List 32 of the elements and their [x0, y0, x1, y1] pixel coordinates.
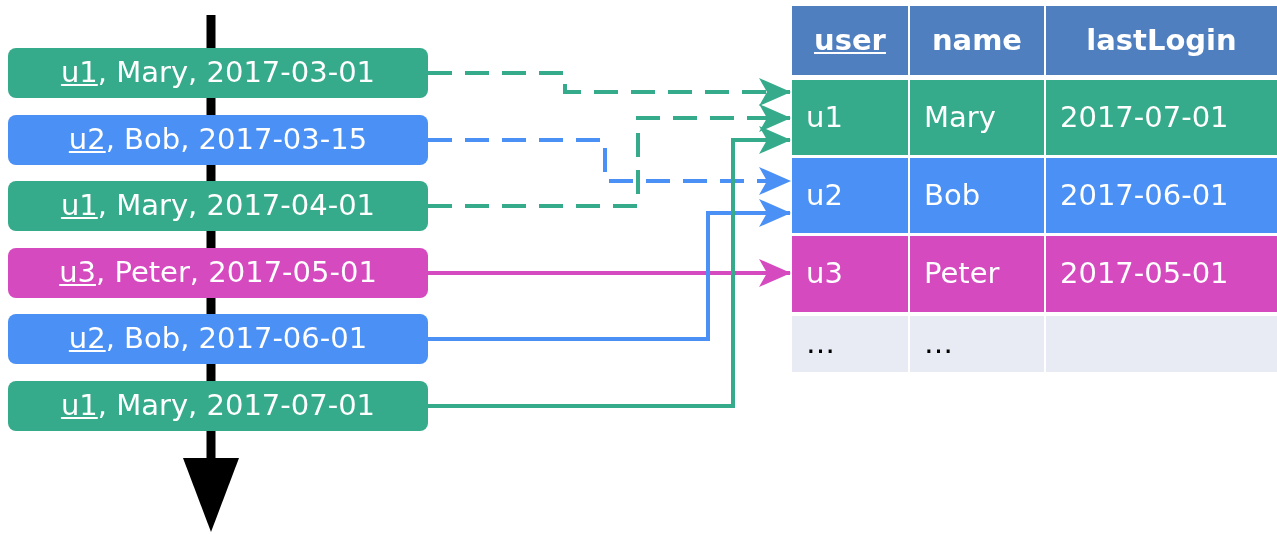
event-box	[8, 248, 428, 298]
table-cell: …	[792, 316, 908, 372]
event-box	[8, 115, 428, 165]
header-cell: user	[792, 6, 908, 75]
header-cell: lastLogin	[1046, 6, 1277, 75]
event-text: u1, Mary, 2017-04-01	[60, 187, 376, 225]
event-text: u3, Peter, 2017-05-01	[59, 254, 377, 292]
header-cell: name	[910, 6, 1044, 75]
arrow	[428, 259, 791, 287]
event-text: u2, Bob, 2017-03-15	[68, 121, 368, 159]
arrow	[428, 199, 791, 341]
table-cell: u1	[792, 80, 908, 155]
arrow	[428, 71, 791, 106]
table-cell: u2	[792, 158, 908, 233]
event-box	[8, 48, 428, 98]
table-cell: u3	[792, 236, 908, 312]
table-cell: …	[910, 316, 1044, 372]
table-cell: 2017-07-01	[1046, 80, 1277, 155]
arrow	[428, 138, 791, 195]
event-box	[8, 314, 428, 364]
event-box	[8, 181, 428, 231]
arrow	[428, 126, 791, 408]
arrow	[428, 104, 791, 208]
table-cell: Bob	[910, 158, 1044, 233]
table-cell: Peter	[910, 236, 1044, 312]
table-cell: 2017-06-01	[1046, 158, 1277, 233]
table-cell: 2017-05-01	[1046, 236, 1277, 312]
table-cell: Mary	[910, 80, 1044, 155]
event-text: u1, Mary, 2017-03-01	[60, 54, 376, 92]
event-box	[8, 381, 428, 431]
event-text: u1, Mary, 2017-07-01	[60, 387, 376, 425]
event-text: u2, Bob, 2017-06-01	[68, 320, 368, 358]
